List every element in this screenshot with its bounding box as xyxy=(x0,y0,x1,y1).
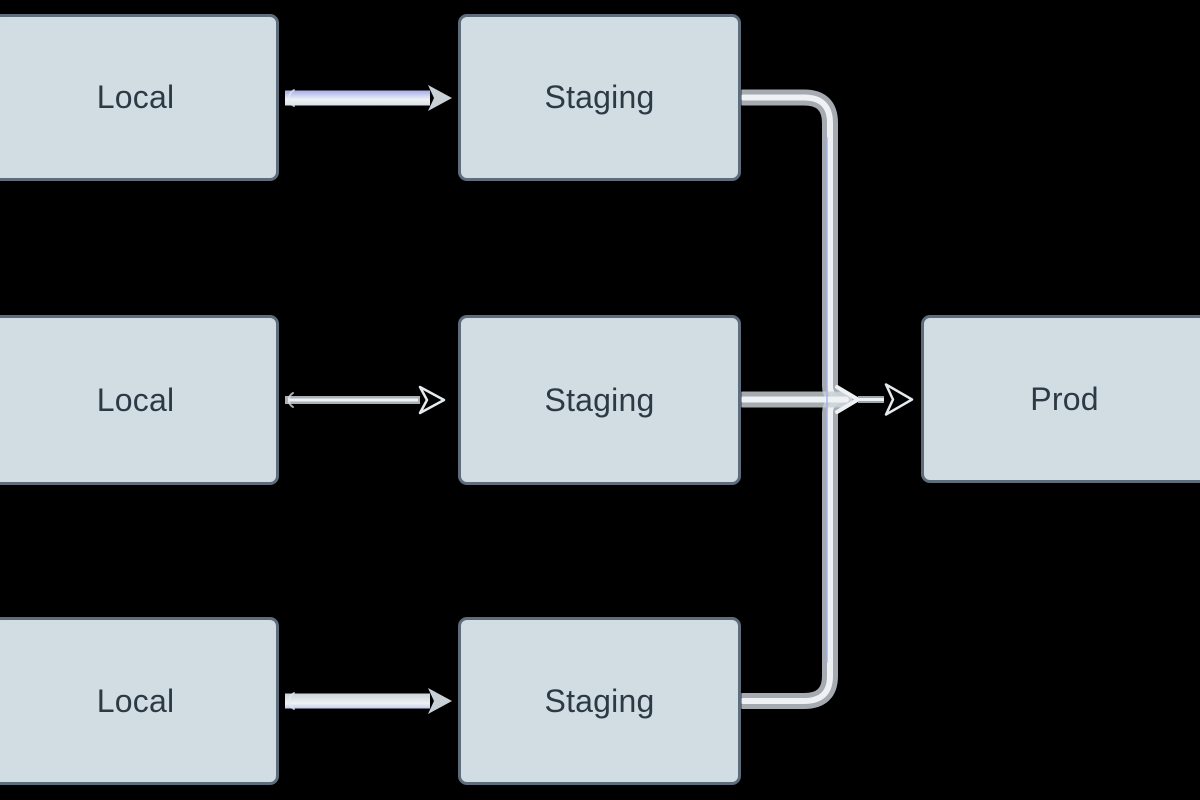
arrowhead-prod xyxy=(884,383,914,416)
node-label: Local xyxy=(96,682,175,719)
node-label: Staging xyxy=(544,682,655,719)
merge-chevron xyxy=(835,385,860,414)
node-label: Staging xyxy=(544,79,655,115)
node-staging-bottom[interactable]: Staging xyxy=(458,617,741,785)
node-staging-top[interactable]: Staging xyxy=(458,14,741,181)
node-staging-middle[interactable]: Staging xyxy=(458,315,741,485)
node-local-top[interactable]: Local xyxy=(0,14,279,181)
edge-staging-top-prod xyxy=(740,94,847,403)
arrowhead-bottom xyxy=(428,688,452,714)
node-label: Staging xyxy=(544,381,655,418)
edge-staging-top-prod-halo xyxy=(735,89,852,408)
edge-staging-bottom-prod-halo xyxy=(735,391,852,709)
node-label: Prod xyxy=(1030,380,1099,417)
edge-tail-bottom xyxy=(288,692,295,710)
edge-tail-top xyxy=(288,89,295,107)
node-label: Local xyxy=(96,381,175,418)
edge-tail-middle xyxy=(287,392,294,408)
edge-staging-bottom-prod xyxy=(740,396,847,704)
node-prod[interactable]: Prod xyxy=(921,315,1200,483)
arrowhead-middle xyxy=(418,385,446,415)
node-local-bottom[interactable]: Local xyxy=(0,617,279,785)
node-local-middle[interactable]: Local xyxy=(0,315,279,485)
arrowhead-top xyxy=(428,85,452,111)
node-label: Local xyxy=(96,79,175,115)
